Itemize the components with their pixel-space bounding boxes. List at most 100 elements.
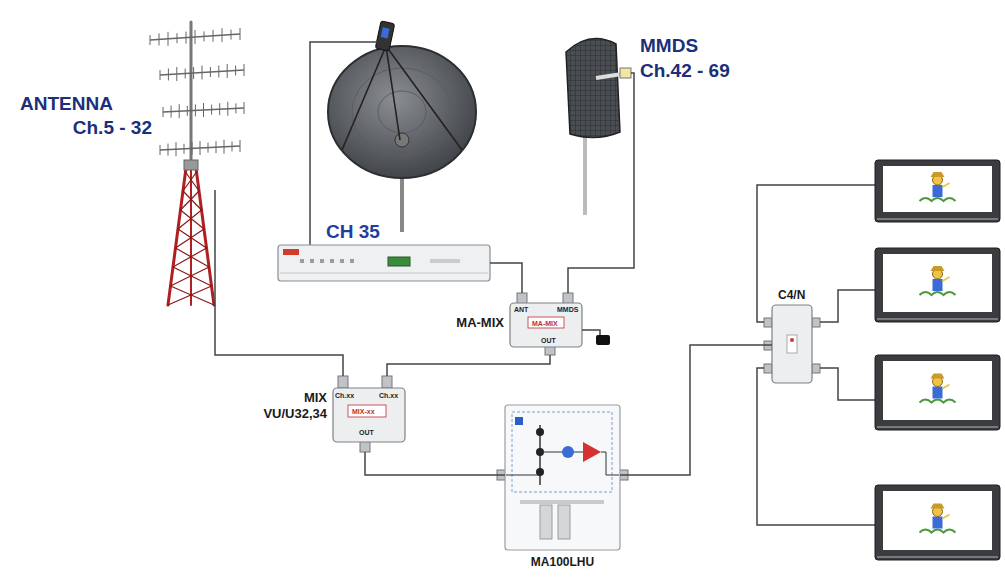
ma-mix-combiner bbox=[517, 293, 527, 304]
yagi-antennas bbox=[186, 32, 187, 44]
ma100lhu-amplifier bbox=[601, 452, 606, 453]
yagi-antennas bbox=[168, 144, 169, 156]
tv-sets bbox=[920, 530, 956, 533]
tv-sets bbox=[875, 248, 1000, 322]
ma100lhu-amplifier bbox=[540, 505, 552, 539]
device-label: MMDS bbox=[640, 35, 698, 57]
satellite-dish bbox=[381, 27, 390, 38]
device-label: ANTENNA bbox=[20, 93, 113, 115]
antenna-tower bbox=[184, 160, 198, 170]
satellite-dish bbox=[400, 170, 404, 232]
antenna-tower bbox=[175, 229, 204, 248]
yagi-antennas bbox=[177, 33, 178, 43]
tv-sets bbox=[933, 387, 943, 399]
antenna-tower bbox=[170, 286, 214, 305]
mmds-panel-antenna bbox=[566, 39, 634, 215]
c4n-splitter bbox=[790, 338, 794, 342]
device-node: MA100LHU bbox=[505, 405, 620, 550]
satellite-dish bbox=[386, 46, 400, 140]
yagi-antennas bbox=[211, 105, 212, 115]
port-label: OUT bbox=[359, 429, 374, 436]
tv-sets bbox=[875, 355, 1000, 430]
ma100lhu-amplifier bbox=[606, 475, 619, 476]
mmds-panel-antenna bbox=[596, 74, 622, 78]
satellite-receiver bbox=[278, 245, 490, 281]
yagi-antennas bbox=[202, 66, 203, 80]
tv-sets bbox=[943, 183, 950, 187]
c4n-splitter bbox=[764, 318, 772, 327]
satellite-dish bbox=[342, 46, 386, 150]
satellite-receiver bbox=[283, 249, 299, 255]
c4n-splitter bbox=[820, 368, 875, 400]
yagi-antennas bbox=[168, 69, 169, 81]
yagi-antennas bbox=[176, 142, 177, 156]
yagi-antennas bbox=[192, 142, 193, 154]
yagi-antennas bbox=[219, 103, 220, 115]
coax-cable bbox=[387, 355, 550, 376]
antenna-tower bbox=[185, 172, 199, 191]
antenna-tower bbox=[170, 267, 209, 286]
yagi-antennas bbox=[184, 144, 185, 154]
yagi-antennas bbox=[216, 141, 217, 153]
c4n-splitter bbox=[812, 318, 820, 327]
device-node: CH 35 bbox=[278, 245, 490, 281]
yagi-antennas bbox=[150, 28, 244, 156]
tv-sets bbox=[875, 160, 1000, 560]
device-node: MMDSCh.42 - 69 bbox=[560, 30, 755, 190]
yagi-antennas bbox=[176, 67, 177, 81]
c4n-splitter bbox=[757, 368, 875, 525]
satellite-dish bbox=[310, 42, 378, 245]
mix-combiner bbox=[382, 376, 392, 388]
tv-sets bbox=[931, 504, 945, 509]
device-node: ANTENNACh.5 - 32 bbox=[15, 25, 240, 190]
tv-sets bbox=[933, 185, 943, 197]
device-label: MA-MIX bbox=[456, 315, 504, 331]
ma100lhu-amplifier bbox=[505, 405, 620, 550]
yagi-antennas bbox=[244, 64, 245, 76]
tv-sets bbox=[920, 400, 956, 403]
yagi-antennas bbox=[187, 106, 188, 116]
tv-sets bbox=[883, 361, 992, 420]
satellite-receiver bbox=[310, 259, 314, 263]
tv-sets bbox=[933, 517, 943, 529]
yagi-antennas bbox=[195, 30, 196, 44]
satellite-dish bbox=[386, 46, 462, 150]
yagi-antennas bbox=[168, 32, 169, 46]
ma100lhu-amplifier bbox=[512, 412, 612, 492]
tv-sets bbox=[920, 198, 956, 201]
antenna-tower bbox=[168, 286, 212, 305]
satellite-receiver bbox=[300, 259, 304, 263]
yagi-antennas bbox=[240, 140, 241, 152]
ma100lhu-amplifier bbox=[506, 475, 540, 476]
c4n-splitter bbox=[757, 185, 875, 525]
yagi-antennas bbox=[160, 145, 161, 155]
yagi-antennas bbox=[193, 67, 194, 79]
tv-sets bbox=[943, 277, 950, 281]
device-node: C4/N bbox=[772, 305, 812, 383]
coax-cable bbox=[490, 263, 522, 293]
yagi-antennas bbox=[240, 28, 241, 40]
yagi-antennas bbox=[204, 31, 205, 41]
ma100lhu-amplifier bbox=[583, 442, 601, 462]
tv-sets bbox=[931, 266, 945, 271]
port-label: Ch.xx bbox=[379, 392, 398, 399]
c4n-splitter bbox=[757, 185, 875, 322]
mix-combiner bbox=[333, 388, 405, 442]
satellite-receiver bbox=[350, 259, 354, 263]
yagi-antennas bbox=[231, 30, 232, 40]
device-label: MA100LHU bbox=[505, 555, 620, 569]
c4n-splitter bbox=[820, 290, 875, 322]
tv-sets bbox=[883, 166, 992, 212]
tv-sets bbox=[877, 318, 998, 320]
mmds-panel-antenna bbox=[620, 68, 631, 78]
tv-sets bbox=[877, 218, 998, 220]
antenna-tower bbox=[168, 172, 214, 305]
antenna-tower bbox=[168, 168, 186, 305]
ma100lhu-amplifier bbox=[520, 500, 604, 504]
yagi-antennas bbox=[200, 141, 201, 155]
tv-sets bbox=[875, 248, 1000, 322]
yagi-antennas bbox=[222, 28, 223, 42]
yagi-antennas bbox=[213, 30, 214, 42]
